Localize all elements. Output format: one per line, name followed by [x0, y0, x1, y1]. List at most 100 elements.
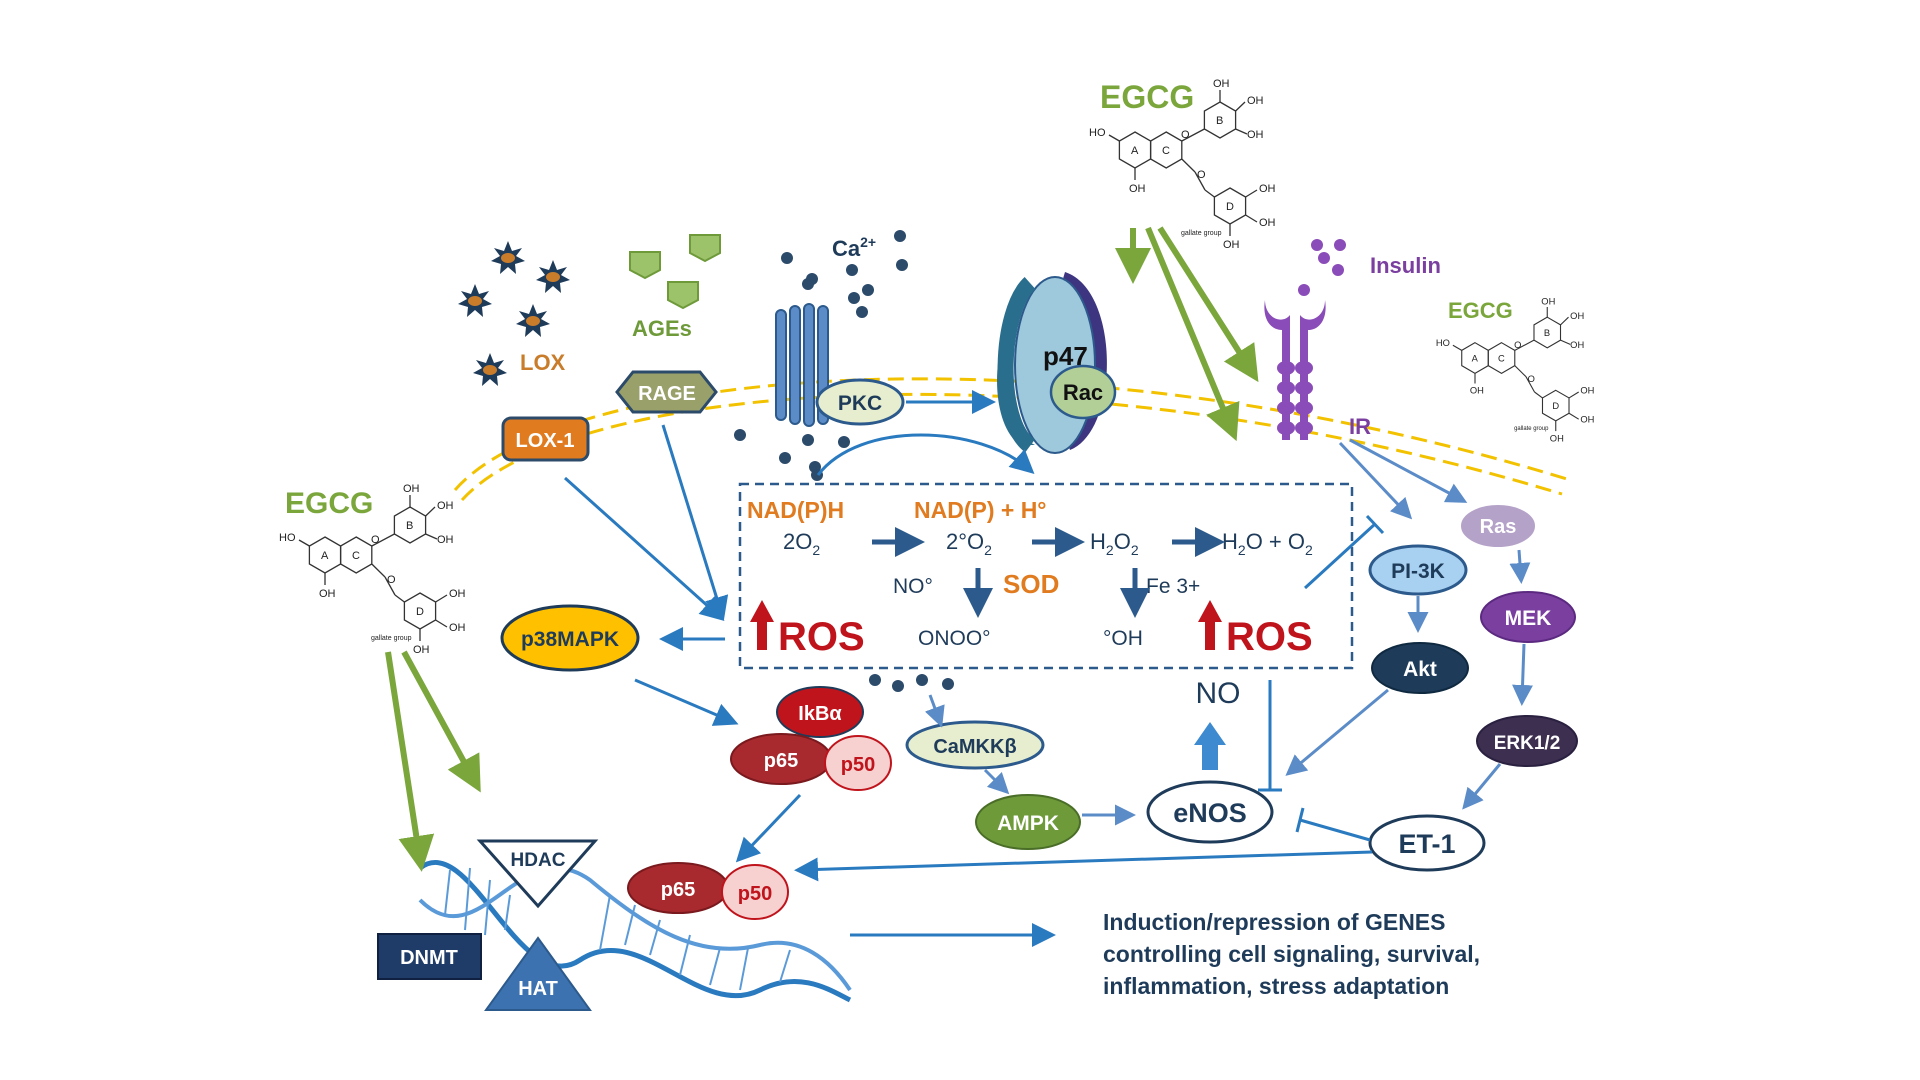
- rac-label: Rac: [1063, 380, 1103, 405]
- oh-label: OH: [1470, 386, 1484, 396]
- arrow-ca-nox: [816, 433, 1035, 476]
- oh-label: OH: [319, 588, 336, 600]
- calcium-channel: [775, 303, 829, 427]
- et1-node: [1368, 814, 1486, 872]
- genes-text: Induction/repression of GENES controllin…: [1103, 909, 1480, 999]
- nadph-label: NAD(P)H: [747, 497, 844, 523]
- o-label: O: [1514, 340, 1521, 350]
- arrow-egcg-hdac: [401, 650, 481, 793]
- o-label: O: [1528, 374, 1535, 384]
- calcium-particles: [734, 230, 954, 692]
- ring-a-label: A: [1472, 353, 1479, 363]
- ho-label: HO: [279, 532, 296, 544]
- arrow-camkk-ampk: [983, 768, 1010, 795]
- oh-label: OH: [1247, 129, 1264, 141]
- ampk-label: AMPK: [997, 812, 1059, 835]
- ikba-node: [776, 686, 864, 738]
- ho-label: HO: [1089, 127, 1106, 139]
- arrow-egcg-dna: [385, 651, 435, 872]
- ros-box: [738, 482, 1354, 670]
- ir-label: IR: [1349, 414, 1371, 439]
- p65-label-nucleus: p65: [661, 879, 695, 901]
- egcg-label-left: EGCG: [285, 487, 373, 520]
- ras-node: [1459, 503, 1537, 549]
- oh-label: OH: [413, 644, 430, 656]
- egcg-structure-left: A C B D OH OH OH OH OH OH OH HO O O gall…: [279, 483, 466, 656]
- pkc-label: PKC: [838, 392, 882, 415]
- ring-c-label: C: [1162, 145, 1170, 157]
- galloyl-label: gallate group: [1181, 230, 1222, 237]
- ring-c-label: C: [1498, 353, 1505, 363]
- nadph-oxidase-complex: [997, 272, 1107, 454]
- dnmt-label: DNMT: [400, 947, 458, 969]
- pkc-node: [815, 378, 905, 426]
- oh-label: OH: [1213, 78, 1230, 90]
- oh-label: OH: [1129, 183, 1146, 195]
- p65-label-cyto: p65: [764, 750, 798, 772]
- akt-node: [1371, 642, 1469, 694]
- dnmt-box: [377, 933, 482, 980]
- ras-label: Ras: [1480, 516, 1517, 538]
- ring-b-label: B: [406, 520, 413, 532]
- no-radical-label: NO°: [893, 575, 933, 598]
- p50-label-nucleus: p50: [738, 883, 772, 905]
- mek-node: [1480, 591, 1576, 643]
- arrow-lox1-ros: [563, 476, 725, 622]
- superoxide-label: 2°O2: [946, 529, 992, 558]
- dna-helix: [418, 859, 852, 1003]
- oh-label: OH: [449, 588, 466, 600]
- p38mapk-label: p38MAPK: [521, 628, 619, 651]
- o-label: O: [1197, 169, 1206, 181]
- ring-b-label: B: [1544, 328, 1550, 338]
- hdac-triangle: [476, 839, 599, 909]
- oh-label: OH: [1550, 433, 1564, 443]
- arrow-rage-ros: [661, 424, 729, 621]
- nadp-label: NAD(P) + H°: [914, 497, 1047, 523]
- camkk-label: CaMKKβ: [933, 736, 1016, 758]
- h2o2-label: H2O2: [1090, 529, 1139, 558]
- egcg-structure-right: A C B D OH OH OH OH OH OH OH HO O O gall…: [1436, 296, 1595, 443]
- ros-up-arrow-right: [1198, 600, 1222, 650]
- o-label: O: [1181, 129, 1190, 141]
- no-up-arrow: [1194, 722, 1226, 770]
- oh-label: OH: [1247, 95, 1264, 107]
- oh-label: OH: [1259, 183, 1276, 195]
- rage-label: RAGE: [638, 383, 696, 405]
- ros-label-right: ROS: [1226, 615, 1313, 659]
- genes-line-2: controlling cell signaling, survival,: [1103, 941, 1480, 967]
- ros-up-arrow-left: [750, 600, 774, 650]
- hydroxyl-label: °OH: [1103, 627, 1143, 650]
- arrow-et1-nucleus: [794, 850, 1373, 882]
- ages-particles: [629, 234, 721, 310]
- oh-label: OH: [1541, 296, 1555, 306]
- ring-b-label: B: [1216, 115, 1223, 127]
- erk-label: ERK1/2: [1494, 733, 1561, 754]
- akt-label: Akt: [1403, 658, 1437, 681]
- egcg-structure-top: A C B D OH OH OH OH OH OH OH HO O O gall…: [1089, 78, 1276, 251]
- ring-d-label: D: [1552, 401, 1559, 411]
- arrow-p38-nfkb: [634, 678, 739, 726]
- arrow-akt-enos: [1285, 688, 1389, 776]
- p50-node-cyto: [824, 735, 892, 791]
- oh-label: OH: [1570, 311, 1584, 321]
- ikba-label: IkBα: [798, 703, 842, 725]
- hdac-label: HDAC: [511, 850, 566, 871]
- camkk-node: [905, 720, 1045, 770]
- insulin-receptor: [1264, 239, 1346, 440]
- oh-label: OH: [1580, 386, 1594, 396]
- o2-label: 2O2: [783, 529, 820, 558]
- hat-label: HAT: [518, 978, 558, 1000]
- genes-line-3: inflammation, stress adaptation: [1103, 973, 1449, 999]
- h2o-o2-label: H2O + O2: [1222, 529, 1313, 558]
- sod-label: SOD: [1003, 569, 1059, 599]
- ros-label-left: ROS: [778, 615, 865, 659]
- ring-d-label: D: [416, 606, 424, 618]
- oh-label: OH: [437, 534, 454, 546]
- p50-label-cyto: p50: [841, 754, 875, 776]
- hat-triangle: [484, 936, 592, 1011]
- enos-node: [1146, 780, 1274, 844]
- arrow-ir-ras: [1349, 438, 1468, 503]
- rage-node: [615, 370, 718, 414]
- oh-label: OH: [449, 622, 466, 634]
